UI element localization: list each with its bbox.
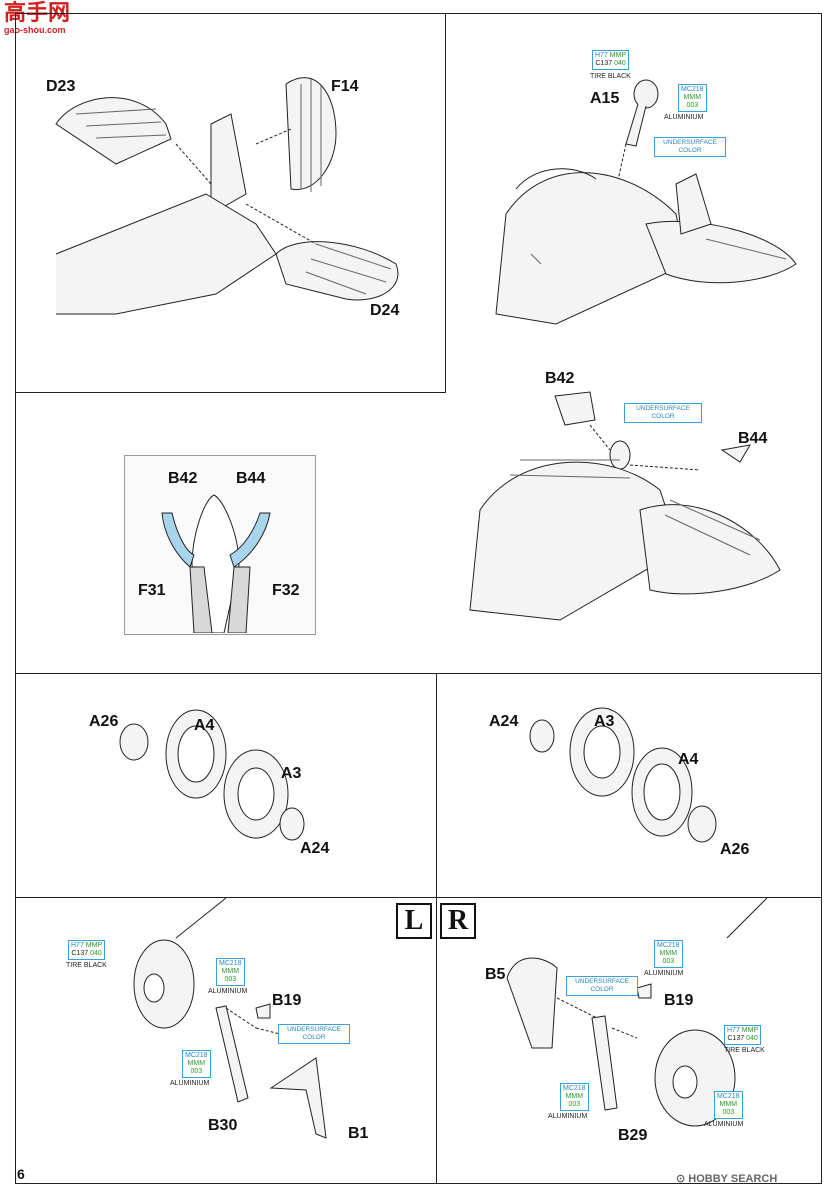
watermark: ⊙ HOBBY SEARCH bbox=[676, 1173, 778, 1185]
side-marker-right: R bbox=[440, 903, 476, 939]
gl-tag-tire: H77 MMP C137 040 bbox=[68, 940, 106, 960]
tailwheel-drawing bbox=[495, 79, 797, 325]
part-label-b30: B30 bbox=[208, 1117, 238, 1134]
paint-name-tire-black: TIRE BLACK bbox=[590, 73, 631, 80]
gl-tag-strut-name: ALUMINIUM bbox=[170, 1080, 210, 1087]
part-label-a24-right: A24 bbox=[489, 713, 519, 730]
part-label-f31: F31 bbox=[138, 582, 166, 599]
part-label-a26-right: A26 bbox=[720, 841, 750, 858]
wheel-left-drawing bbox=[119, 709, 305, 841]
part-label-d23: D23 bbox=[46, 78, 76, 95]
part-label-f32: F32 bbox=[272, 582, 300, 599]
gr-tag-undersurface: UNDERSURFACE COLOR bbox=[566, 976, 638, 996]
gr-tag-hub: MC218 MMM 003 bbox=[714, 1091, 743, 1119]
gr-tag-tire-name: TIRE BLACK bbox=[724, 1047, 765, 1054]
paint-tag-undersurface-doors: UNDERSURFACE COLOR bbox=[624, 403, 702, 423]
part-label-b5: B5 bbox=[485, 966, 506, 983]
part-label-b29: B29 bbox=[618, 1127, 648, 1144]
paint-name-aluminium: ALUMINIUM bbox=[664, 114, 704, 121]
panel-gear-right bbox=[436, 897, 822, 1184]
gl-tag-undersurface: UNDERSURFACE COLOR bbox=[278, 1024, 350, 1044]
part-label-a3-left: A3 bbox=[281, 765, 302, 782]
part-label-b44-doors: B44 bbox=[738, 430, 768, 447]
part-label-b19-left: B19 bbox=[272, 992, 302, 1009]
part-label-a3-right: A3 bbox=[594, 713, 615, 730]
part-label-a15: A15 bbox=[590, 90, 620, 107]
tail-drawing bbox=[55, 77, 399, 315]
part-label-a4-left: A4 bbox=[194, 717, 215, 734]
part-label-b42-doors: B42 bbox=[545, 370, 575, 387]
page-number: 6 bbox=[17, 1166, 25, 1182]
panel-tailwheel-border bbox=[445, 13, 822, 393]
part-label-f14: F14 bbox=[331, 78, 359, 95]
paint-tag-undersurface: UNDERSURFACE COLOR bbox=[654, 137, 726, 157]
paint-tag-aluminium: MC218 MMM 003 bbox=[678, 84, 707, 112]
panel-tail bbox=[15, 13, 446, 393]
watermark-icon: ⊙ bbox=[676, 1173, 686, 1185]
doors-drawing bbox=[469, 391, 781, 621]
part-label-a24-left: A24 bbox=[300, 840, 330, 857]
detail-drawing bbox=[161, 494, 271, 633]
gr-tag-top: MC218 MMM 003 bbox=[654, 940, 683, 968]
side-marker-left: L bbox=[396, 903, 432, 939]
wheel-right-drawing bbox=[529, 707, 717, 843]
gr-tag-strut: MC218 MMM 003 bbox=[560, 1083, 589, 1111]
gl-tag-strut: MC218 MMM 003 bbox=[182, 1050, 211, 1078]
part-label-b1: B1 bbox=[348, 1125, 369, 1142]
gr-tag-hub-name: ALUMINIUM bbox=[704, 1121, 744, 1128]
paint-tag-tire-black: H77 MMP C137 040 bbox=[592, 50, 630, 70]
gear-left-drawing bbox=[133, 898, 327, 1139]
gl-tag-hub-name: ALUMINIUM bbox=[208, 988, 248, 995]
part-label-b19-right: B19 bbox=[664, 992, 694, 1009]
gl-tag-hub: MC218 MMM 003 bbox=[216, 958, 245, 986]
part-label-a4-right: A4 bbox=[678, 751, 699, 768]
gr-tag-strut-name: ALUMINIUM bbox=[548, 1113, 588, 1120]
part-label-b44-detail: B44 bbox=[236, 470, 266, 487]
part-label-a26-left: A26 bbox=[89, 713, 119, 730]
part-label-d24: D24 bbox=[370, 302, 400, 319]
gr-tag-top-name: ALUMINIUM bbox=[644, 970, 684, 977]
gl-tag-tire-name: TIRE BLACK bbox=[66, 962, 107, 969]
part-label-b42-detail: B42 bbox=[168, 470, 198, 487]
gr-tag-tire: H77 MMP C137 040 bbox=[724, 1025, 762, 1045]
